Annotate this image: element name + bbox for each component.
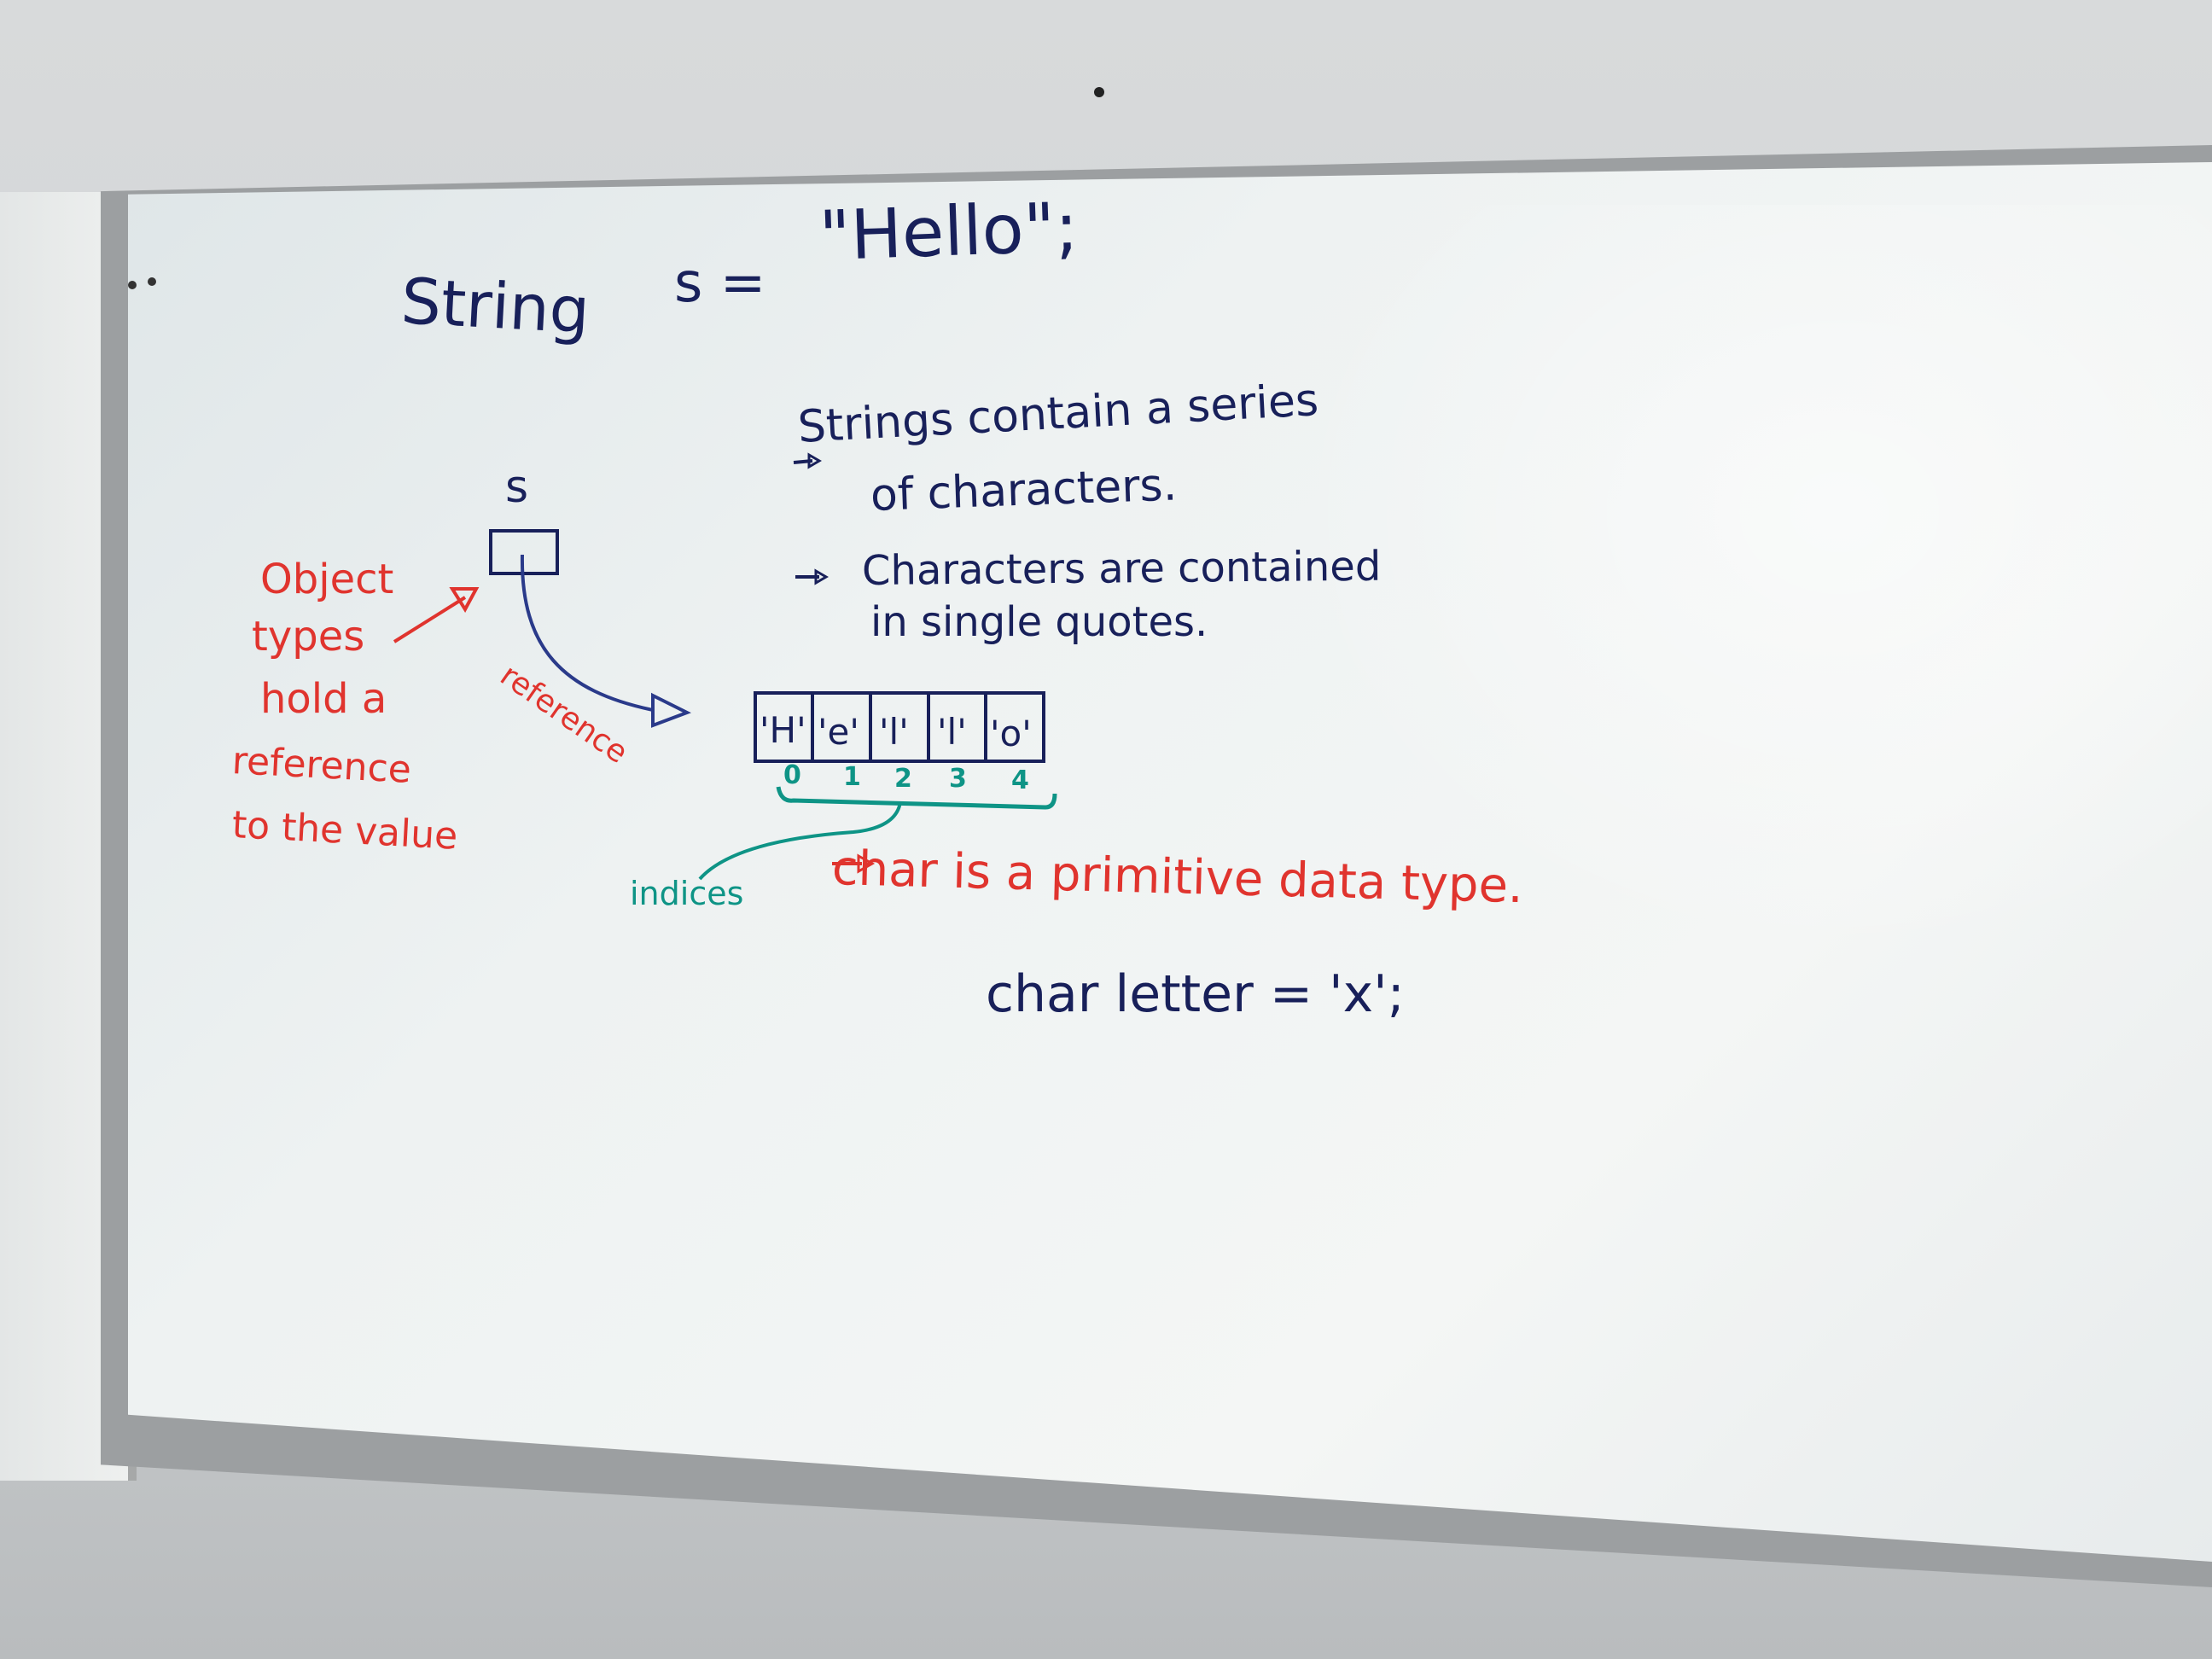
array-cell: 'l' [937, 711, 967, 753]
string-array: 'H' 'e' 'l' 'l' 'o' [754, 691, 1045, 763]
reference-arrowhead [651, 692, 691, 728]
array-cell: 'e' [818, 711, 859, 753]
variable-label: s [505, 462, 529, 513]
light-glare [1280, 205, 2212, 973]
frame-screw [1094, 87, 1104, 97]
reference-arrow [520, 554, 654, 712]
bullet-arrow-icon [832, 853, 876, 874]
index-label: 4 [1011, 765, 1029, 795]
bullet-2-line-2: in single quotes. [870, 598, 1208, 646]
note-arrow [393, 596, 467, 643]
object-note-1: Object [260, 556, 394, 603]
indices-label: indices [630, 875, 744, 912]
index-label: 2 [894, 764, 912, 794]
array-cell: 'H' [760, 709, 806, 751]
index-label: 3 [949, 764, 967, 794]
char-code-line: char letter = 'x'; [986, 964, 1405, 1024]
code-var: s = [674, 252, 766, 315]
object-note-3: hold a [260, 675, 387, 723]
bullet-arrow-icon [793, 452, 822, 469]
object-note-2: types [252, 613, 365, 661]
frame-screw [148, 277, 156, 286]
array-outline [754, 691, 1045, 763]
index-label: 0 [783, 760, 801, 790]
array-cell: 'l' [879, 711, 909, 753]
index-label: 1 [843, 762, 861, 792]
frame-screw [128, 281, 137, 289]
indices-pointer [698, 801, 902, 881]
array-cell: 'o' [990, 713, 1032, 754]
indices-bracket [776, 786, 1057, 810]
index-row: 0 1 2 3 4 [783, 760, 1029, 795]
bullet-arrow-icon [795, 568, 829, 585]
note-arrowhead [449, 587, 480, 613]
